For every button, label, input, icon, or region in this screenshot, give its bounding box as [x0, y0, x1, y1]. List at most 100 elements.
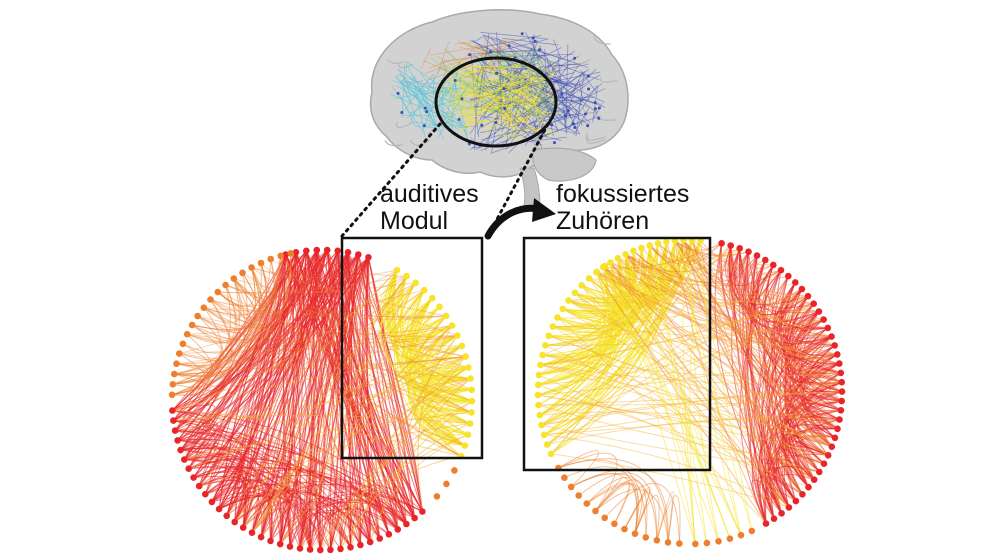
right-node [736, 245, 743, 252]
right-node [653, 537, 661, 544]
right-edge [596, 271, 840, 365]
brain-node [468, 53, 472, 57]
brain-edge [510, 63, 513, 136]
left-edge [172, 269, 398, 411]
left-edge [176, 356, 466, 370]
right-node [646, 242, 653, 249]
right-edge [683, 239, 774, 266]
left-edge [192, 324, 458, 344]
brain-fold [585, 133, 606, 141]
right-edge [610, 262, 775, 519]
left-edge [242, 272, 466, 357]
left-edge [234, 275, 408, 523]
right-edge [541, 303, 814, 426]
brain-edge [493, 75, 510, 84]
right-edge [665, 241, 803, 495]
right-node [838, 378, 845, 386]
left-edge [359, 510, 381, 546]
left-edge [279, 367, 469, 545]
brain-edge [569, 72, 583, 99]
right-edge [750, 255, 783, 514]
left-edge [197, 315, 453, 335]
brain-edge [395, 85, 464, 124]
right-edge [568, 295, 809, 304]
right-node [715, 538, 722, 545]
right-edge [649, 245, 843, 393]
right-edge [700, 240, 803, 495]
right-edge [550, 254, 627, 455]
left-node [454, 332, 461, 339]
left-edge [270, 258, 458, 336]
left-edge [305, 250, 407, 525]
left-edge [187, 325, 453, 343]
right-edge [545, 311, 819, 346]
left-edge [234, 275, 408, 523]
right-node [770, 261, 777, 269]
brain-edge [529, 72, 541, 135]
brain-edge [474, 68, 525, 97]
left-edge [329, 485, 423, 550]
right-node [718, 240, 725, 247]
right-edge [538, 245, 651, 376]
brain-node [597, 106, 601, 110]
left-edge [415, 356, 466, 447]
left-node [296, 545, 304, 552]
brain-edge [457, 66, 494, 77]
left-node [188, 321, 196, 329]
left-edge [210, 258, 275, 326]
right-edge [562, 308, 829, 456]
brain-edge [419, 72, 462, 126]
right-edge [625, 253, 835, 346]
left-node [468, 409, 475, 416]
right-edge [725, 251, 758, 288]
right-edge [558, 458, 669, 543]
brain-edge [456, 89, 465, 116]
brain-edge [457, 85, 535, 107]
left-edge [172, 275, 407, 385]
right-edge [784, 327, 829, 473]
right-edge [691, 239, 783, 514]
right-edge [745, 251, 790, 508]
right-edge [781, 319, 838, 430]
right-node [726, 535, 734, 542]
left-edge [350, 367, 469, 548]
right-edge [558, 459, 647, 538]
right-edge [548, 335, 838, 430]
brain-edge [401, 73, 434, 113]
left-node [208, 498, 216, 506]
right-edge [596, 271, 833, 448]
brain-edge [490, 115, 601, 154]
right-node [828, 333, 835, 340]
left-edge [174, 299, 233, 377]
focused-listening-label-2: Zuhören [556, 207, 649, 235]
brain-edge [447, 81, 525, 106]
curved-arrow-icon [484, 198, 556, 240]
brain-edge [500, 125, 559, 135]
right-node [831, 342, 838, 349]
left-node [177, 446, 184, 454]
right-edge [540, 295, 809, 366]
auditory-module-label-2: Modul [380, 207, 448, 235]
left-edge [188, 249, 328, 469]
left-edge [242, 378, 471, 528]
zoom-line-right [486, 122, 550, 238]
brain-edge [501, 83, 589, 145]
left-node [433, 493, 441, 500]
brain-network-icon [369, 9, 629, 207]
left-edge [193, 466, 311, 550]
right-edge [539, 411, 836, 439]
right-node [654, 240, 662, 247]
right-edge [595, 271, 742, 536]
right-edge [632, 250, 742, 536]
left-edge [211, 491, 273, 541]
right-edge [610, 262, 696, 545]
left-node [443, 480, 450, 488]
left-edge [172, 356, 466, 411]
left-edge [279, 493, 423, 545]
brain-edge [449, 65, 539, 69]
brain-edge [538, 61, 552, 76]
right-node [836, 416, 843, 423]
brain-fold [395, 122, 413, 129]
left-node [169, 381, 177, 388]
left-node [173, 360, 180, 368]
